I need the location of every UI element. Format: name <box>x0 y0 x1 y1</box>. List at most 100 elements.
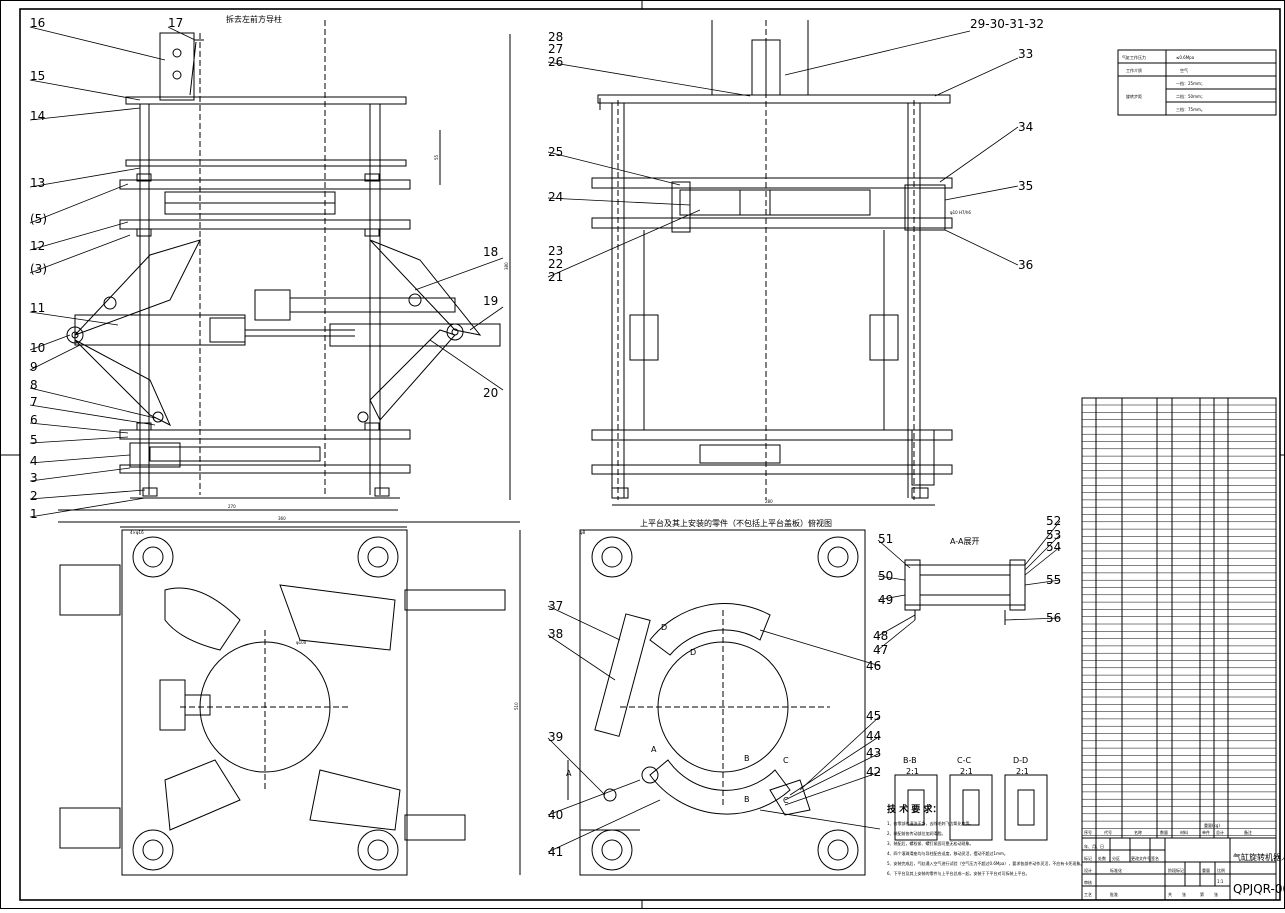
param-value: 空气 <box>1180 67 1188 73</box>
callout-number: 5 <box>30 433 38 447</box>
callout-number: (3) <box>30 262 47 276</box>
params-table-grid <box>1117 49 1277 116</box>
param-value: 二档：50mm； <box>1176 93 1205 99</box>
callout-number: 37 <box>548 599 563 613</box>
tb-label: 工艺 <box>1084 892 1092 897</box>
dim-4hole: 4×φ16 <box>130 530 144 535</box>
callout-number: 10 <box>30 341 45 355</box>
tb-label: 张 <box>1214 891 1218 897</box>
callout-number: 40 <box>548 808 563 822</box>
callout-number: 28 <box>548 30 563 44</box>
section-mark: D <box>661 623 667 632</box>
section-mark: A <box>566 769 572 778</box>
param-value: 三档：75mm。 <box>1176 106 1205 112</box>
tb-label: 批准 <box>1110 891 1118 897</box>
bom-col-total: 总计 <box>1216 829 1224 835</box>
callout-number: 19 <box>483 294 498 308</box>
callout-number: 27 <box>548 42 563 56</box>
tb-label: 比例 <box>1217 867 1225 873</box>
tech-req-title: 技 术 要 求： <box>887 803 941 815</box>
callout-number: 41 <box>548 845 563 859</box>
tb-label: 年、月、日 <box>1084 843 1104 849</box>
callout-number: 46 <box>866 659 881 673</box>
front-view-right <box>591 20 953 506</box>
callout-number: 52 <box>1046 514 1061 528</box>
callout-number: 55 <box>1046 573 1061 587</box>
callout-number: 34 <box>1018 120 1033 134</box>
bom-col-material: 材料 <box>1180 829 1188 835</box>
callout-number: 43 <box>866 746 881 760</box>
callout-number: 47 <box>873 643 888 657</box>
bom-col-seq: 序号 <box>1084 829 1092 835</box>
leaders-plan <box>547 520 1061 853</box>
bom-col-name: 名称 <box>1134 829 1142 835</box>
callout-number: 35 <box>1018 179 1033 193</box>
param-value: 一档：25mm； <box>1176 80 1205 86</box>
callout-number: 44 <box>866 729 881 743</box>
callout-number: 7 <box>30 395 38 409</box>
param-label: 工作介质 <box>1126 67 1142 73</box>
param-value: ≤0.6Mpa <box>1176 55 1195 60</box>
tb-label: 第 <box>1200 891 1204 897</box>
callout-number: 8 <box>30 378 38 392</box>
callout-number: 21 <box>548 270 563 284</box>
callout-number: 14 <box>30 109 45 123</box>
callout-number: 26 <box>548 55 563 69</box>
section-mark: B <box>744 754 750 763</box>
bom-col-code: 代号 <box>1104 829 1112 835</box>
callout-number: 23 <box>548 244 563 258</box>
callout-number: 17 <box>168 16 183 30</box>
callout-number: 36 <box>1018 258 1033 272</box>
tb-label: 张 <box>1182 891 1186 897</box>
callout-number: 51 <box>878 532 893 546</box>
leaders-left <box>29 26 504 518</box>
dim-phi100: φ100 <box>296 640 307 645</box>
dim-270: 270 <box>228 504 236 509</box>
tb-label: 重量 <box>1202 867 1210 873</box>
bom-col-weight: 重量(kg) <box>1204 822 1220 828</box>
dim-510: 510 <box>514 702 519 710</box>
callout-number: 54 <box>1046 540 1061 554</box>
section-aa <box>904 559 1026 625</box>
tech-req-line: 1、各零部件清洗干净，去除毛刺飞边氧化皮等。 <box>887 820 974 826</box>
callout-number: (5) <box>30 212 47 226</box>
callout-number: 12 <box>30 239 45 253</box>
callout-number: 3 <box>30 471 38 485</box>
title-block: 气缸旋转机器人 QPJQR-00 1:1 标记 处数 分区 更改文件号 签名 年… <box>1084 843 1285 897</box>
callout-number: 45 <box>866 709 881 723</box>
plan-view-right <box>567 529 866 876</box>
params-table: 气缸工作压力 ≤0.6Mpa 工作介质 空气 旋转步距 一档：25mm； 二档：… <box>1122 54 1205 112</box>
tb-label: 共 <box>1168 891 1172 897</box>
callout-number: 9 <box>30 360 38 374</box>
callout-number: 13 <box>30 176 45 190</box>
callout-number: 53 <box>1046 528 1061 542</box>
tech-req-line: 2、装配前各传动部位加润滑脂。 <box>887 830 946 836</box>
tech-req-line: 6、下平台及其上安装的零件与上平台总成一起，安装于下平台对可拆装上平台。 <box>887 870 1030 876</box>
section-bb-name: B-B <box>903 756 917 765</box>
bom-grid <box>1081 397 1277 839</box>
dim-55: 55 <box>434 154 439 160</box>
dim-phi8: φ8 <box>580 530 586 535</box>
callout-number: 11 <box>30 301 45 315</box>
section-details <box>894 774 1048 841</box>
plan-view-left <box>59 526 521 876</box>
tb-label: 阶段标记 <box>1168 867 1184 873</box>
tech-req-line: 3、装配后，螺栓紧、螺钉紧固可靠无松动现象。 <box>887 840 974 846</box>
drawing-name: 气缸旋转机器人 <box>1233 852 1285 862</box>
callout-number: 4 <box>30 454 38 468</box>
front-view-left <box>58 20 520 523</box>
dim-fit: φ10 H7/h6 <box>950 210 971 215</box>
section-dd-scale: 2:1 <box>1016 767 1029 776</box>
tb-label: 更改文件号 <box>1131 855 1151 861</box>
dim-360: 360 <box>278 516 286 521</box>
callout-number: 6 <box>30 413 38 427</box>
bom-col-remark: 备注 <box>1244 829 1252 835</box>
section-bb-scale: 2:1 <box>906 767 919 776</box>
callout-number: 33 <box>1018 47 1033 61</box>
tb-label: 分区 <box>1112 855 1120 861</box>
tech-requirements: 技 术 要 求： 1、各零部件清洗干净，去除毛刺飞边氧化皮等。 2、装配前各传动… <box>887 803 1084 876</box>
